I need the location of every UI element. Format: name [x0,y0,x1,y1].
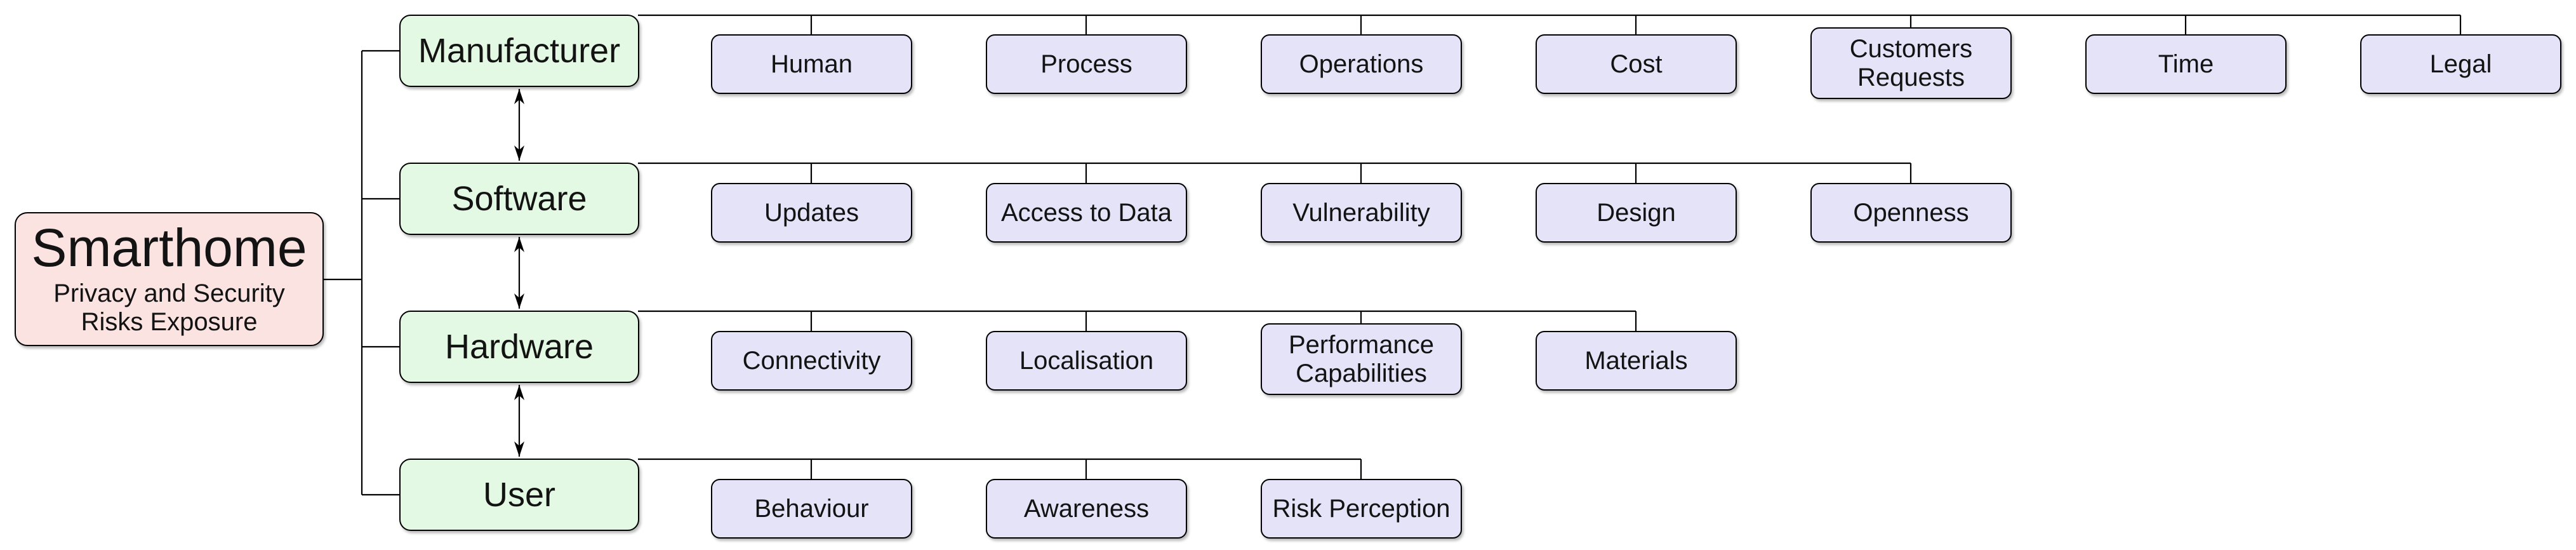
root-title: Smarthome [31,218,307,278]
child-label-customers-requests: Customers Requests [1849,34,1973,91]
child-label-connectivity: Connectivity [742,346,881,375]
node-risk-perception: Risk Perception [1261,479,1462,539]
child-label-vulnerability: Vulnerability [1292,198,1430,227]
node-updates: Updates [711,183,912,243]
child-label-design: Design [1597,198,1676,227]
node-cost: Cost [1536,34,1737,94]
node-performance-capabilities: Performance Capabilities [1261,323,1462,395]
child-label-updates: Updates [764,198,859,227]
child-label-localisation: Localisation [1019,346,1154,375]
node-operations: Operations [1261,34,1462,94]
child-label-human: Human [771,50,853,78]
node-customers-requests: Customers Requests [1810,27,2012,99]
root-subtitle-line2: Risks Exposure [81,308,258,337]
node-design: Design [1536,183,1737,243]
child-label-operations: Operations [1299,50,1424,78]
branch-label-hardware: Hardware [444,328,594,366]
child-label-legal: Legal [2429,50,2492,78]
node-openness: Openness [1810,183,2012,243]
node-behaviour: Behaviour [711,479,912,539]
node-materials: Materials [1536,331,1737,391]
child-label-risk-perception: Risk Perception [1272,494,1451,523]
node-time: Time [2085,34,2287,94]
root-subtitle-line1: Privacy and Security [53,279,285,307]
node-legal: Legal [2360,34,2561,94]
child-label-time: Time [2158,50,2214,78]
node-software: Software [399,163,639,235]
node-manufacturer: Manufacturer [399,15,639,87]
child-label-access-to-data: Access to Data [1000,198,1172,227]
child-label-openness: Openness [1853,198,1969,227]
node-awareness: Awareness [986,479,1187,539]
node-vulnerability: Vulnerability [1261,183,1462,243]
root-subtitle: Privacy and Security Risks Exposure [53,279,285,337]
child-label-process: Process [1040,50,1132,78]
branch-label-user: User [482,476,555,514]
branch-label-manufacturer: Manufacturer [418,32,621,70]
node-smarthome: Smarthome Privacy and Security Risks Exp… [15,212,324,346]
node-localisation: Localisation [986,331,1187,391]
child-label-behaviour: Behaviour [754,494,869,523]
node-connectivity: Connectivity [711,331,912,391]
child-label-performance-capabilities: Performance Capabilities [1289,330,1434,387]
node-hardware: Hardware [399,311,639,383]
node-user: User [399,459,639,531]
child-label-awareness: Awareness [1023,494,1150,523]
child-label-materials: Materials [1584,346,1688,375]
node-access-to-data: Access to Data [986,183,1187,243]
node-human: Human [711,34,912,94]
branch-label-software: Software [451,180,587,218]
node-process: Process [986,34,1187,94]
child-label-cost: Cost [1610,50,1663,78]
